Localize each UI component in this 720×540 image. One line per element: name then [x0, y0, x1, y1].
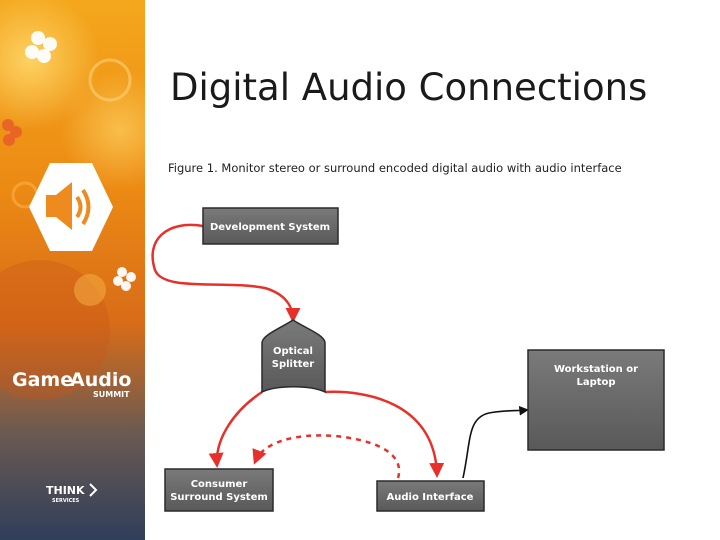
node-consumer-surround-system: Consumer Surround System — [164, 468, 274, 512]
svg-text:SERVICES: SERVICES — [52, 498, 80, 504]
link-interface-to-workstation — [462, 405, 529, 479]
svg-text:Development System: Development System — [210, 222, 330, 233]
think-services-logo: THINK SERVICES — [46, 483, 98, 504]
speaker-logo — [29, 163, 113, 251]
flower-decoration-top — [25, 31, 57, 63]
node-workstation-laptop: Workstation or Laptop — [527, 349, 665, 451]
link-splitter-to-consumer — [208, 390, 263, 468]
speaker-icon — [46, 182, 91, 230]
svg-text:Splitter: Splitter — [272, 359, 315, 370]
connection-diagram: Development System Optical Splitter Work… — [151, 207, 665, 512]
svg-text:Audio Interface: Audio Interface — [387, 492, 474, 503]
link-development-to-splitter — [151, 223, 301, 323]
node-optical-splitter: Optical Splitter — [261, 319, 326, 394]
svg-text:Consumer: Consumer — [191, 479, 248, 490]
flower-decoration-middle — [113, 267, 136, 291]
svg-text:Audio: Audio — [70, 369, 131, 391]
svg-text:SUMMIT: SUMMIT — [93, 390, 130, 399]
svg-text:Surround System: Surround System — [170, 492, 268, 503]
svg-text:THINK: THINK — [46, 484, 85, 497]
link-interface-to-consumer-dashed — [252, 434, 401, 479]
svg-text:Optical: Optical — [273, 346, 313, 357]
svg-text:Laptop: Laptop — [576, 377, 615, 388]
node-audio-interface: Audio Interface — [376, 480, 485, 512]
game-audio-summit-logo: Game Audio SUMMIT — [12, 369, 131, 399]
node-development-system: Development System — [202, 207, 339, 245]
link-splitter-to-interface — [324, 390, 445, 478]
branding-sidebar: Game Audio SUMMIT THINK SERVICES — [0, 0, 145, 540]
figure-caption: Figure 1. Monitor stereo or surround enc… — [168, 161, 622, 175]
svg-text:Game: Game — [12, 369, 73, 391]
flower-decoration-left — [2, 119, 22, 146]
slide-title: Digital Audio Connections — [170, 66, 648, 109]
svg-text:Workstation or: Workstation or — [554, 364, 638, 375]
